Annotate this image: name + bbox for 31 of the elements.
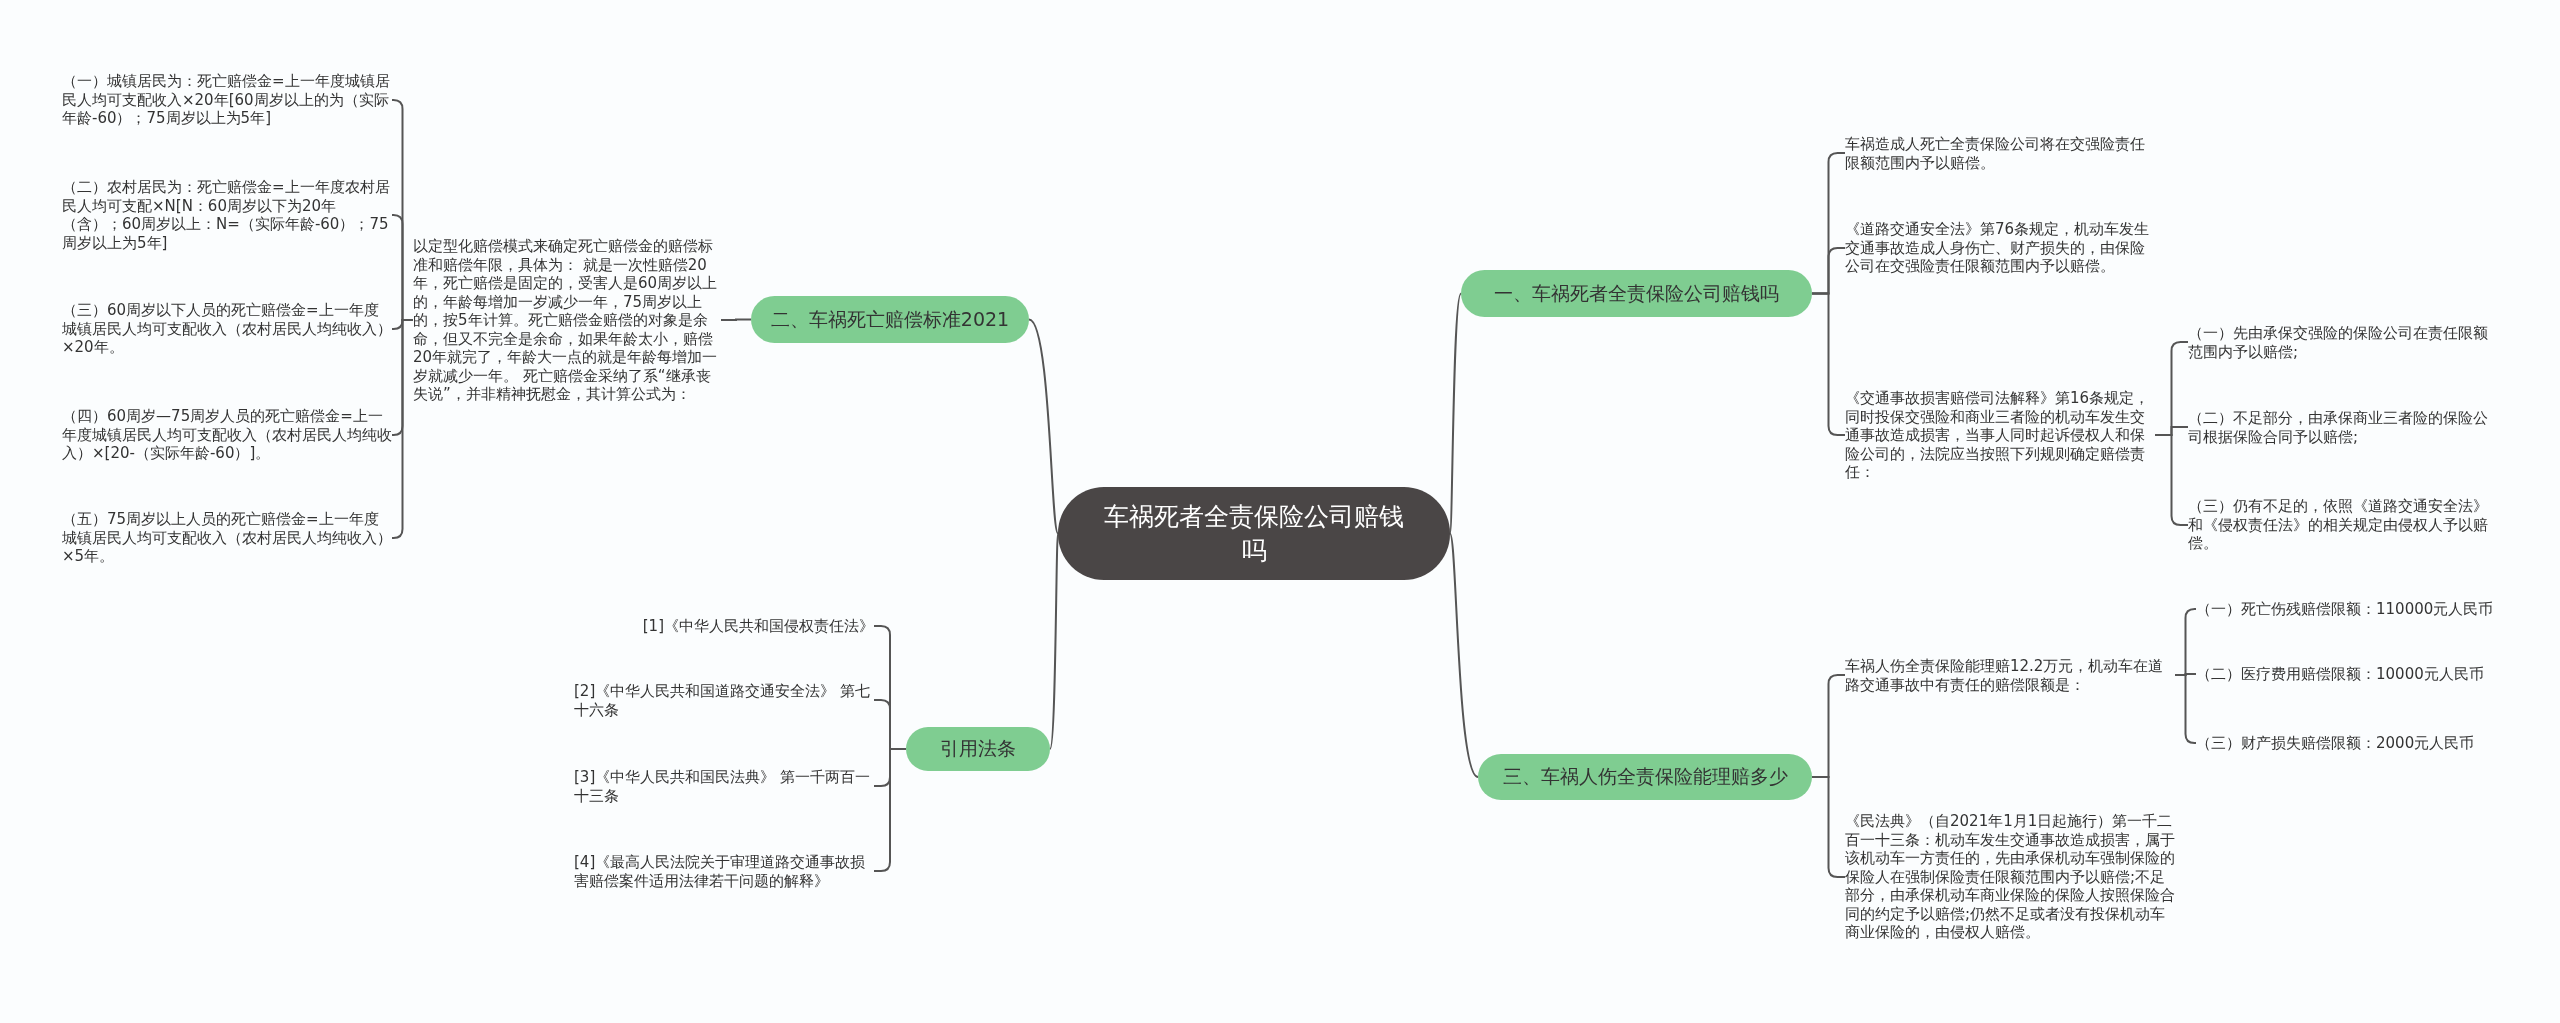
note-text: （四）60周岁—75周岁人员的死亡赔偿金=上一年度城镇居民人均可支配收入（农村居民人均纯收入）×[20-（实际年龄-60）]。 [62, 407, 392, 463]
note-text: （一）城镇居民为：死亡赔偿金=上一年度城镇居民人均可支配收入×20年[60周岁以上的为（实际年龄-60）；75周岁以上为5年] [62, 72, 392, 128]
note-text: （二）农村居民为：死亡赔偿金=上一年度农村居民人均可支配×N[N：60周岁以下为20年（含）；60周岁以上：N=（实际年龄-60）；75周岁以上为5年] [62, 178, 392, 252]
note-text: （二）不足部分，由承保商业三者险的保险公司根据保险合同予以赔偿; [2188, 408, 2498, 446]
connector-line [2174, 674, 2197, 744]
note-text: [3]《中华人民共和国民法典》 第一千两百一十三条 [574, 767, 874, 805]
note-text: 车祸人伤全责保险能理赔12.2万元，机动车在道路交通事故中有责任的赔偿限额是： [1845, 656, 2175, 694]
note-text: （五）75周岁以上人员的死亡赔偿金=上一年度城镇居民人均可支配收入（农村居民人均纯收入）×5年。 [62, 510, 392, 566]
note-text: （三）仍有不足的，依照《道路交通安全法》和《侵权责任法》的相关规定由侵权人予以赔偿。 [2188, 497, 2498, 553]
note-text: [4]《最高人民法院关于审理道路交通事故损害赔偿案件适用法律若干问题的解释》 [574, 852, 874, 890]
connector-line [720, 318, 752, 321]
note-text: （三）60周岁以下人员的死亡赔偿金=上一年度城镇居民人均可支配收入（农村居民人均纯收入）×20年。 [62, 301, 392, 357]
connector-line [391, 319, 414, 539]
note-text: 车祸造成人死亡全责保险公司将在交强险责任限额范围内予以赔偿。 [1845, 134, 2155, 172]
note-text: [2]《中华人民共和国道路交通安全法》 第七十六条 [574, 681, 874, 719]
note-text: （三）财产损失赔偿限额：2000元人民币 [2196, 733, 2475, 753]
note-text: [1]《中华人民共和国侵权责任法》 [642, 616, 874, 636]
note-text: 《交通事故损害赔偿司法解释》第16条规定，同时投保交强险和商业三者险的机动车发生交通事故造成损害，当事人同时起诉侵权人和保险公司的，法院应当按照下列规则确定赔偿责任： [1845, 388, 2155, 482]
note-text: （一）先由承保交强险的保险公司在责任限额范围内予以赔偿; [2188, 323, 2498, 361]
branch-box: 三、车祸人伤全责保险能理赔多少 [1478, 754, 1812, 800]
note-text: （一）死亡伤残赔偿限额：110000元人民币 [2196, 599, 2494, 619]
note-text: （二）医疗费用赔偿限额：10000元人民币 [2196, 664, 2484, 684]
branch-box: 一、车祸死者全责保险公司赔钱吗 [1461, 270, 1812, 317]
connector-line [1028, 318, 1059, 535]
note-text: 《道路交通安全法》第76条规定，机动车发生交通事故造成人身伤亡、财产损失的，由保险公司在交强险责任限额范围内予以赔偿。 [1845, 220, 2155, 276]
connector-line [1449, 532, 1479, 778]
note-text: 《民法典》（自2021年1月1日起施行）第一千二百一十三条：机动车发生交通事故造成损害，属于该机动车一方责任的，先由承保机动车强制保险的保险人在强制保险责任限额范围内予以赔偿;不足部分，由承保机动车商业保险的保险人按照保险合同的约定予以赔偿;仍然不足或者没有投保机动车商业保险的，由侵权人赔偿。 [1845, 812, 2175, 942]
note-text: 以定型化赔偿模式来确定死亡赔偿金的赔偿标准和赔偿年限，具体为： 就是一次性赔偿20年，死亡赔偿是固定的，受害人是60周岁以上的，年龄每增加一岁减少一年，75周岁以上的，按5年计算。死亡赔偿金赔偿的对象是余命，但又不完全是余命，如果年龄太小，赔偿20年就完了，年龄大一点的就是年龄每增加一岁就减少一年。 死亡赔偿金采纳了系“继承丧失说”，并非精神抚慰金，其计算公式为： [413, 236, 721, 404]
branch-box: 引用法条 [906, 727, 1050, 771]
branch-box: 二、车祸死亡赔偿标准2021 [751, 296, 1029, 343]
topic-box: 车祸死者全责保险公司赔钱吗 [1058, 487, 1450, 580]
